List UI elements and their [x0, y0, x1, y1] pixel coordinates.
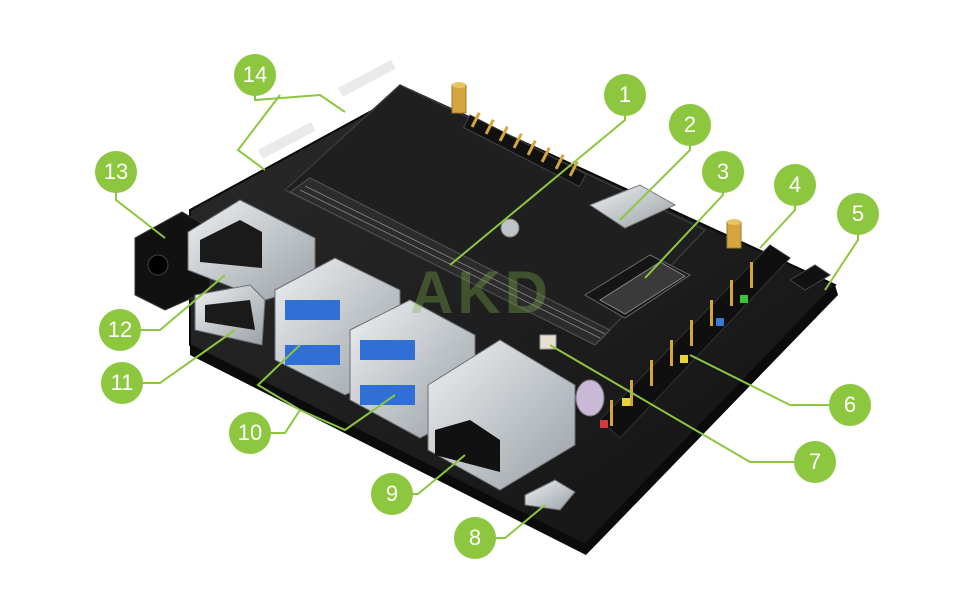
standoff-left-top: [452, 82, 466, 88]
callout-11: 11: [101, 362, 143, 404]
ethernet-opening: [435, 420, 500, 472]
m2-slot-metal: [599, 261, 686, 315]
gpio-header: [599, 244, 791, 439]
module-gold-pins: [470, 112, 579, 177]
standoff-right: [726, 221, 742, 249]
watermark: AKD: [410, 259, 552, 326]
camera-connector-1: [338, 59, 396, 97]
camera-connector-2: [258, 121, 316, 159]
hdmi-opening: [205, 300, 255, 330]
displayport-opening: [200, 220, 262, 268]
standoff-left: [451, 84, 467, 114]
callout-2: 2: [669, 104, 711, 146]
micro-usb-port: [524, 479, 576, 511]
callout-6: 6: [829, 384, 871, 426]
callout-4: 4: [774, 164, 816, 206]
callout-9: 9: [371, 473, 413, 515]
capacitor: [575, 379, 605, 417]
callout-5: 5: [837, 193, 879, 235]
leader-10b: [299, 394, 396, 432]
callout-3: 3: [702, 151, 744, 193]
callout-12: 12: [99, 309, 141, 351]
leader-14b: [236, 94, 281, 171]
standoff-right-top: [727, 219, 741, 225]
dc-jack-hole: [147, 254, 169, 276]
callout-10: 10: [229, 412, 271, 454]
callout-7: 7: [794, 441, 836, 483]
carrier-board-edge: [190, 285, 838, 555]
callout-13: 13: [95, 151, 137, 193]
gpio-color-caps: [600, 295, 748, 428]
callout-8: 8: [454, 517, 496, 559]
module-screw: [500, 218, 520, 238]
module-header-pins: [462, 114, 587, 188]
callout-1: 1: [604, 74, 646, 116]
fan-header: [789, 264, 831, 291]
leader-7: [549, 344, 815, 463]
callout-14: 14: [234, 54, 276, 96]
